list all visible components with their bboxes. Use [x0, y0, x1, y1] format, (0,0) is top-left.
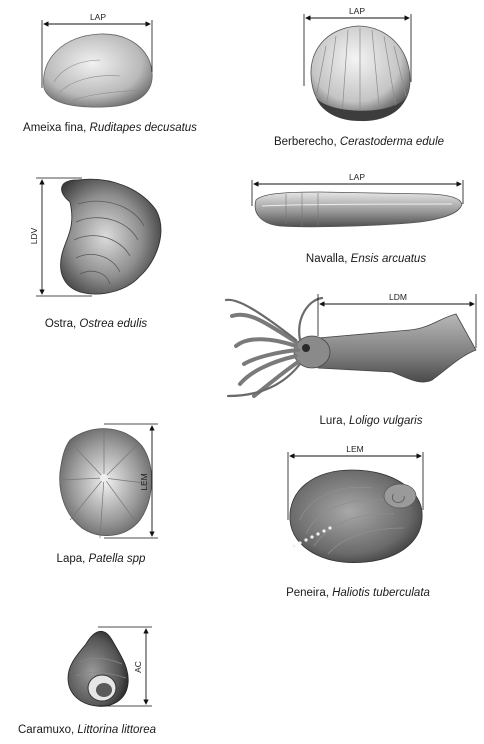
scientific-name: Littorina littorea	[77, 724, 156, 736]
caption-razor: Navalla, Ensis arcuatus	[286, 253, 446, 265]
measure-label-oyster: LDV	[29, 227, 39, 244]
caption-oyster: Ostra, Ostrea edulis	[6, 318, 186, 330]
oyster-shell-icon	[61, 179, 161, 294]
razor-clam-icon	[255, 192, 462, 227]
clam-shell-icon	[44, 34, 153, 107]
measure-label-winkle: AC	[133, 661, 143, 673]
common-name: Lapa	[57, 553, 83, 565]
caption-clam: Ameixa fina, Ruditapes decusatus	[4, 122, 216, 134]
scientific-name: Ruditapes decusatus	[90, 122, 197, 134]
common-name: Navalla	[306, 253, 344, 265]
scientific-name: Loligo vulgaris	[349, 415, 423, 427]
scientific-name: Patella spp	[89, 553, 146, 565]
common-name: Ostra	[45, 318, 73, 330]
scientific-name: Ensis arcuatus	[351, 253, 426, 265]
abalone-shell-icon	[290, 470, 422, 563]
common-name: Peneira	[286, 587, 326, 599]
measure-label-limpet: LEM	[139, 473, 149, 490]
scientific-name: Haliotis tuberculata	[332, 587, 430, 599]
caption-winkle: Caramuxo, Littorina littorea	[2, 724, 172, 736]
caption-abalone: Peneira, Haliotis tuberculata	[268, 587, 448, 599]
measure-label-clam: LAP	[90, 12, 106, 22]
common-name: Lura	[320, 415, 343, 427]
common-name: Berberecho	[274, 136, 333, 148]
common-name: Ameixa fina	[23, 122, 83, 134]
caption-squid: Lura, Loligo vulgaris	[296, 415, 446, 427]
measure-label-razor: LAP	[349, 172, 365, 182]
scientific-name: Ostrea edulis	[79, 318, 147, 330]
scientific-name: Cerastoderma edule	[340, 136, 444, 148]
measure-label-squid: LDM	[389, 292, 407, 302]
cockle-shell-icon	[311, 26, 410, 121]
squid-icon	[226, 298, 476, 396]
periwinkle-shell-icon	[68, 631, 128, 706]
caption-limpet: Lapa, Patella spp	[36, 553, 166, 565]
common-name: Caramuxo	[18, 724, 71, 736]
measure-label-abalone: LEM	[346, 444, 363, 454]
measure-label-cockle: LAP	[349, 6, 365, 16]
caption-cockle: Berberecho, Cerastoderma edule	[256, 136, 462, 148]
